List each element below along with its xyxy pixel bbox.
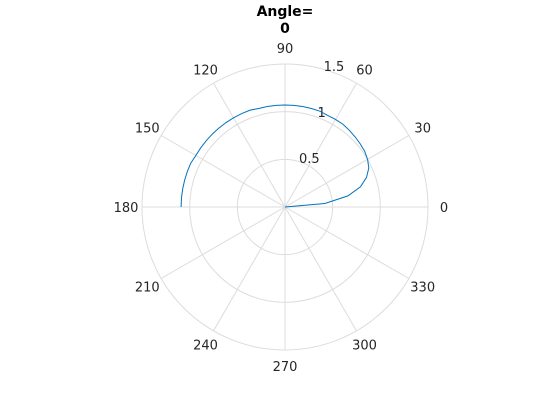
radius-tick-label-1: 1 [318, 106, 326, 121]
angle-tick-label-11: 330 [410, 281, 435, 296]
angle-tick-labels: 0 30 60 90 120 150 180 210 240 270 300 330 [114, 42, 449, 375]
series-line-0 [180, 104, 370, 208]
angle-tick-label-5: 150 [135, 122, 160, 137]
angle-tick-label-2: 60 [356, 63, 373, 78]
chart-title-line-2: 0 [280, 21, 290, 37]
grid-spoke-8 [213, 206, 286, 332]
chart-title: Angle= 0 [257, 4, 314, 37]
radius-tick-label-2: 1.5 [324, 60, 345, 75]
angle-tick-label-8: 240 [193, 339, 218, 354]
grid-spoke-2 [284, 82, 357, 208]
angle-tick-label-4: 120 [193, 63, 218, 78]
grid-spoke-1 [284, 135, 410, 208]
angular-grid-spokes [142, 64, 428, 350]
angle-tick-label-1: 30 [414, 122, 431, 137]
radius-tick-label-0: 0.5 [299, 152, 320, 167]
grid-spoke-10 [284, 206, 357, 332]
chart-title-line-1: Angle= [257, 4, 314, 20]
angle-tick-label-7: 210 [135, 281, 160, 296]
grid-spoke-7 [160, 206, 286, 279]
angle-tick-label-6: 180 [114, 201, 139, 216]
grid-spoke-4 [213, 82, 286, 208]
grid-spoke-5 [160, 135, 286, 208]
radius-tick-labels: 0.5 1 1.5 [299, 60, 344, 167]
angle-tick-label-10: 300 [352, 339, 377, 354]
angle-tick-label-0: 0 [440, 201, 448, 216]
angle-tick-label-9: 270 [273, 360, 298, 375]
data-series [180, 104, 370, 208]
angle-tick-label-3: 90 [277, 42, 294, 57]
grid-spoke-11 [284, 206, 410, 279]
